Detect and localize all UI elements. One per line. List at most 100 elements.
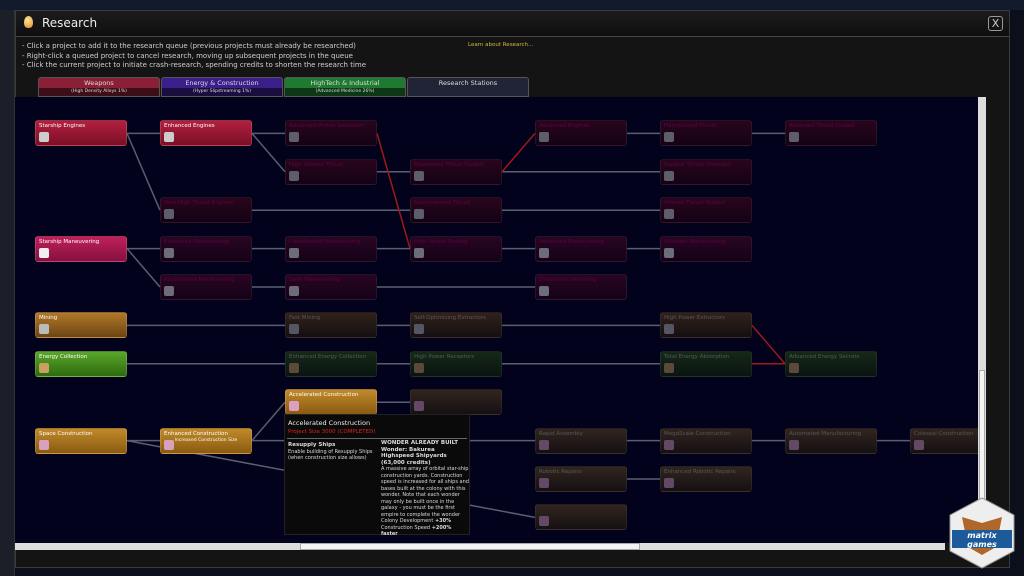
node-label: Colossal Construction <box>914 430 974 437</box>
vertical-scrollbar[interactable] <box>978 97 986 547</box>
research-node[interactable]: Harmonized Thrust <box>660 120 752 147</box>
research-node[interactable]: Synchronized Thrust <box>410 197 502 224</box>
tab-hightech-industrial[interactable]: HighTech & Industrial(Advanced Medicine … <box>284 77 406 97</box>
node-label: Space Construction <box>39 430 93 437</box>
stat-label: Colony Development <box>381 518 434 524</box>
research-node[interactable]: High Power Receptors <box>410 350 502 377</box>
tab-current-project: (Advanced Medicine 26%) <box>285 88 405 96</box>
title-bar: Research X <box>16 11 1009 37</box>
research-node[interactable]: Accelerated Maneuvering <box>160 274 252 300</box>
research-node[interactable] <box>410 389 502 416</box>
research-node[interactable]: Total Energy Absorption <box>660 350 752 377</box>
window-title: Research <box>42 16 98 30</box>
node-label: Automated Manufacturing <box>789 430 862 437</box>
node-label: Intense Thrust Output <box>664 200 725 207</box>
research-node[interactable]: Mining <box>35 312 127 339</box>
construction-icon <box>664 439 674 450</box>
divider <box>287 438 467 439</box>
close-button[interactable]: X <box>988 16 1003 31</box>
research-node[interactable]: Very High Thrust Engines <box>160 197 252 224</box>
help-line: - Click the current project to initiate … <box>22 61 367 69</box>
node-label: Total Energy Absorption <box>664 353 730 360</box>
energy-icon <box>789 362 799 373</box>
research-node[interactable]: Coordinated Maneuvering <box>285 235 377 262</box>
research-node[interactable] <box>535 504 627 531</box>
research-node[interactable]: Space Construction <box>35 427 127 454</box>
tab-current-project: (High Density Alloys 1%) <box>39 88 159 96</box>
node-label: High Power Receptors <box>414 353 475 360</box>
maneuver-icon <box>414 247 424 258</box>
wonder-stat: Construction Speed +200% faster <box>381 525 469 538</box>
research-node[interactable]: High Volume Thrust <box>285 158 377 185</box>
research-node[interactable]: Fast Mining <box>285 312 377 339</box>
prerequisite-line <box>251 132 286 173</box>
research-node[interactable]: Starship Maneuvering <box>35 235 127 262</box>
research-node[interactable]: Maximized Thrust Output <box>410 158 502 185</box>
maneuver-icon <box>164 247 174 258</box>
tab-weapons[interactable]: Weapons(High Density Alloys 1%) <box>38 77 160 97</box>
research-node[interactable]: Energy Collection <box>35 350 127 377</box>
node-label: Advanced Proton Ionization <box>289 123 365 130</box>
node-label: Enhanced Energy Collection <box>289 353 367 360</box>
research-node[interactable]: Surplus Thrust Overload <box>660 158 752 185</box>
research-node[interactable]: Advanced Maneuvering <box>535 235 627 262</box>
research-node[interactable]: Enhanced Energy Collection <box>285 350 377 377</box>
node-label: Accelerated Maneuvering <box>164 277 235 283</box>
node-label: Self-Optimizing Extractors <box>414 315 486 322</box>
node-label: Starship Maneuvering <box>39 238 100 245</box>
research-node[interactable]: Rapid Assembly <box>535 427 627 454</box>
research-node[interactable]: Colossal Construction <box>910 427 979 454</box>
research-node[interactable]: Enhanced Maneuvering <box>160 235 252 262</box>
node-label: Accelerated Construction <box>289 392 359 399</box>
node-label: Fast Mining <box>289 315 321 322</box>
mining-icon <box>289 324 299 335</box>
research-node[interactable]: Resonant Thrust Output <box>785 120 877 147</box>
engine-icon <box>414 170 424 181</box>
tab-energy-construction[interactable]: Energy & Construction(Hyper Slipstreamin… <box>161 77 283 97</box>
research-node[interactable]: Advanced Engines <box>535 120 627 147</box>
research-node[interactable]: Self-Optimizing Extractors <box>410 312 502 339</box>
node-label: Coordinated Maneuvering <box>289 238 361 245</box>
research-node[interactable]: Advanced Proton Ionization <box>285 120 377 147</box>
prerequisite-line <box>126 248 161 288</box>
node-label: Energy Collection <box>39 353 88 360</box>
research-node[interactable]: Automated Manufacturing <box>785 427 877 454</box>
node-label: Rapid Assembly <box>539 430 583 437</box>
research-node[interactable]: Directional Vectoring <box>535 274 627 300</box>
research-node[interactable]: Starship Engines <box>35 120 127 147</box>
research-node[interactable]: Enhanced Robotic Repairs <box>660 466 752 492</box>
maneuver-icon <box>289 247 299 258</box>
left-sidebar <box>0 10 15 576</box>
svg-text:matrix: matrix <box>967 531 997 540</box>
node-label: Synchronized Thrust <box>414 200 471 207</box>
node-label: Advanced Energy Secrets <box>789 353 860 360</box>
background-strip <box>0 0 1024 10</box>
construction-icon <box>789 439 799 450</box>
research-node[interactable]: Enhanced Engines <box>160 120 252 147</box>
construction-icon <box>414 401 424 412</box>
learn-about-research-link[interactable]: Learn about Research... <box>468 42 534 48</box>
construction-icon <box>914 439 924 450</box>
horizontal-scroll-thumb[interactable] <box>300 543 640 550</box>
research-node[interactable]: Advanced Energy Secrets <box>785 350 877 377</box>
research-node[interactable]: Accelerated Construction <box>285 389 377 416</box>
research-node[interactable]: Intense Thrust Output <box>660 197 752 224</box>
stat-label: Construction Speed <box>381 524 431 531</box>
research-node[interactable]: Swift Maneuvering <box>285 274 377 300</box>
wonder-desc: A massive array of orbital star-ship con… <box>381 466 469 518</box>
research-node[interactable]: High Speed Turning <box>410 235 502 262</box>
maneuver-icon <box>664 247 674 258</box>
research-node[interactable]: Robotic Repairs <box>535 466 627 492</box>
node-sublabel: Increased Construction Size <box>174 437 238 443</box>
tooltip-item-desc: Enable building of Resupply Ships (when … <box>288 448 373 462</box>
tab-research-stations[interactable]: Research Stations <box>407 77 529 97</box>
research-node[interactable]: High Power Extractors <box>660 312 752 339</box>
node-label: High Power Extractors <box>664 315 725 322</box>
node-label: Advanced Maneuvering <box>539 238 604 245</box>
svg-text:games: games <box>967 540 997 549</box>
research-node[interactable]: MegaScale Construction <box>660 427 752 454</box>
lightbulb-icon <box>24 16 33 28</box>
node-label: Enhanced Robotic Repairs <box>664 469 736 475</box>
research-node[interactable]: Ultimate Maneuvering <box>660 235 752 262</box>
